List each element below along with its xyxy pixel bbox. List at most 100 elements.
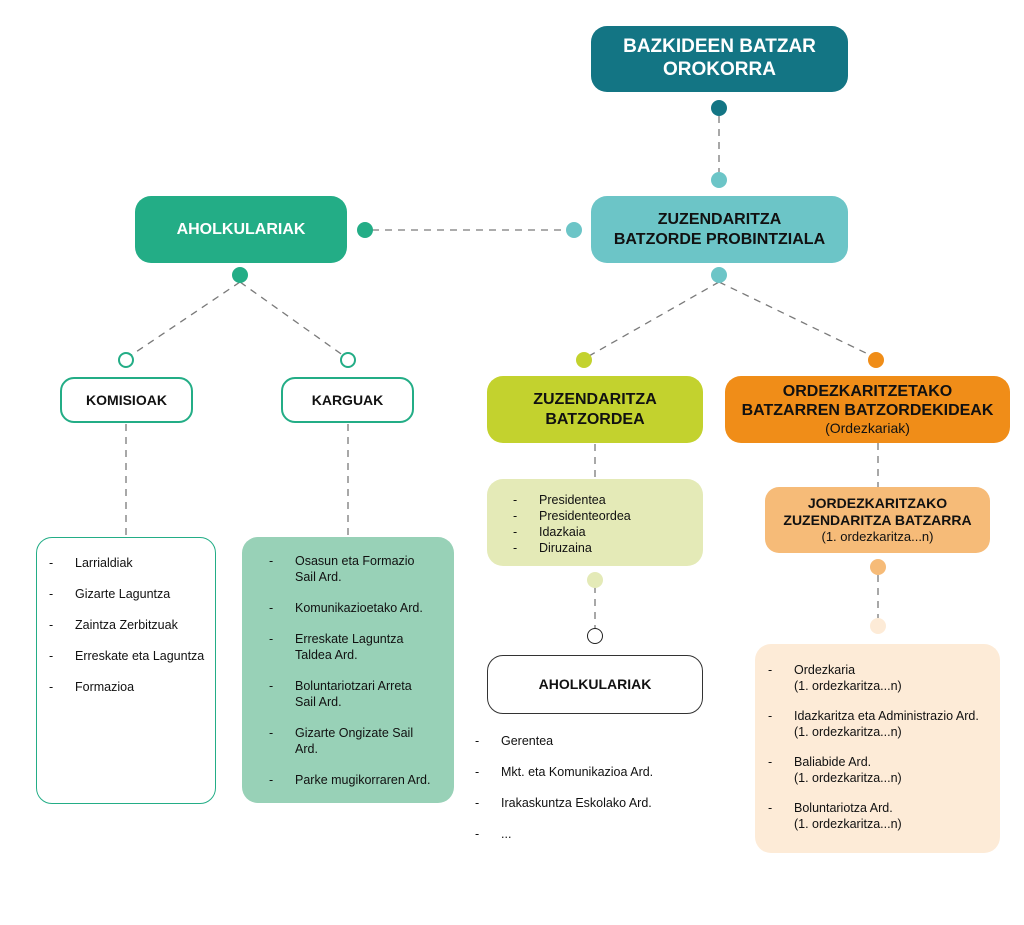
delegations-board-node[interactable]: ORDEZKARITZETAKO BATZARREN BATZORDEKIDEA…	[725, 376, 1010, 443]
connector-dot	[118, 352, 134, 368]
list-item-subtext: (1. ordezkaritza...n)	[794, 725, 902, 739]
list-item-text: Gizarte Ongizate Sail	[295, 726, 414, 740]
list-item-text: ...	[501, 827, 512, 841]
list-item: Baliabide Ard. (1. ordezkaritza...n)	[768, 754, 1000, 786]
connector-dot	[711, 267, 727, 283]
list-item: Diruzaina	[513, 540, 703, 556]
connector-dot	[711, 172, 727, 188]
connector-dot	[711, 100, 727, 116]
positions-label: KARGUAK	[311, 391, 384, 408]
list-item-subtext: (1. ordezkaritza...n)	[794, 771, 902, 785]
connector-dot	[566, 222, 582, 238]
list-item-text: Presidentea	[539, 493, 606, 507]
list-item-text: Idazkaia	[539, 525, 586, 539]
commissions-label: KOMISIOAK	[86, 391, 167, 408]
list-item-subtext: Sail Ard.	[295, 695, 342, 709]
connector-dot	[587, 628, 603, 644]
list-item-subtext: (1. ordezkaritza...n)	[794, 679, 902, 693]
list-item: Idazkaritza eta Administrazio Ard. (1. or…	[768, 708, 1000, 740]
list-item: Erreskate eta Laguntza	[49, 648, 215, 664]
connector-dot	[576, 352, 592, 368]
list-item-text: Erreskate Laguntza	[295, 632, 404, 646]
list-item-text: Parke mugikorraren Ard.	[295, 773, 431, 787]
connector-board-executive	[588, 281, 720, 357]
list-item-text: Mkt. eta Komunikazioa Ard.	[501, 765, 654, 779]
connector-dot	[868, 352, 884, 368]
list-item: Zaintza Zerbitzuak	[49, 617, 215, 633]
executive-board-node[interactable]: ZUZENDARITZA BATZORDEA	[487, 376, 703, 443]
list-item: Presidenteordea	[513, 508, 703, 524]
list-item-text: Boluntariotza Ard.	[794, 801, 893, 815]
delegations-board-line2: BATZARREN BATZORDEKIDEAK	[741, 402, 994, 420]
list-item: Larrialdiak	[49, 555, 215, 571]
list-item: ...	[475, 826, 715, 842]
list-item-text: Idazkaritza eta Administrazio Ard.	[794, 709, 979, 723]
list-item: Idazkaia	[513, 524, 703, 540]
delegation-directorate-sub: (1. ordezkaritza...n)	[821, 529, 934, 544]
connector-dot	[340, 352, 356, 368]
executive-advisors-node[interactable]: AHOLKULARIAK	[487, 655, 703, 714]
list-item-subtext: Ard.	[295, 742, 318, 756]
advisors-node[interactable]: AHOLKULARIAK	[135, 196, 347, 263]
connector-dot	[870, 618, 886, 634]
list-item-text: Gerentea	[501, 734, 554, 748]
provincial-board-line1: ZUZENDARITZA	[657, 211, 782, 229]
list-item-text: Gizarte Laguntza	[75, 587, 171, 601]
delegation-directorate-line1: JORDEZKARITZAKO	[807, 495, 948, 512]
list-item-text: Presidenteordea	[539, 509, 631, 523]
list-item-text: Osasun eta Formazio	[295, 554, 415, 568]
provincial-board-node[interactable]: ZUZENDARITZA BATZORDE PROBINTZIALA	[591, 196, 848, 263]
list-item-subtext: Sail Ard.	[295, 570, 342, 584]
connector-advisors-commissions	[129, 281, 241, 357]
connector-dot	[357, 222, 373, 238]
list-item: Presidentea	[513, 492, 703, 508]
list-item: Formazioa	[49, 679, 215, 695]
connector-dot	[870, 559, 886, 575]
delegation-directorate-node[interactable]: JORDEZKARITZAKO ZUZENDARITZA BATZARRA (1…	[765, 487, 990, 553]
list-item: Parke mugikorraren Ard.	[269, 772, 454, 788]
list-item: Irakaskuntza Eskolako Ard.	[475, 795, 715, 811]
list-item: Mkt. eta Komunikazioa Ard.	[475, 764, 715, 780]
provincial-board-line2: BATZORDE PROBINTZIALA	[613, 230, 826, 248]
list-item-text: Irakaskuntza Eskolako Ard.	[501, 796, 652, 810]
advisors-label: AHOLKULARIAK	[176, 220, 306, 238]
general-assembly-node[interactable]: BAZKIDEEN BATZAR OROKORRA	[591, 26, 848, 92]
list-item: Gerentea	[475, 733, 715, 749]
list-item: Gizarte Laguntza	[49, 586, 215, 602]
list-item-text: Komunikazioetako Ard.	[295, 601, 423, 615]
positions-node[interactable]: KARGUAK	[281, 377, 414, 423]
delegations-board-line1: ORDEZKARITZETAKO	[782, 382, 953, 400]
list-item-text: Baliabide Ard.	[794, 755, 872, 769]
executive-board-line2: BATZORDEA	[545, 410, 645, 428]
list-item-text: Boluntariotzari Arreta	[295, 679, 412, 693]
delegations-board-sub: (Ordezkariak)	[825, 420, 910, 437]
general-assembly-line1: BAZKIDEEN BATZAR	[623, 36, 816, 58]
list-item-text: Zaintza Zerbitzuak	[75, 618, 178, 632]
list-item-subtext: Taldea Ard.	[295, 648, 358, 662]
list-item-text: Larrialdiak	[75, 556, 133, 570]
list-item-subtext: (1. ordezkaritza...n)	[794, 817, 902, 831]
list-item: Komunikazioetako Ard.	[269, 600, 454, 616]
commissions-list: LarrialdiakGizarte LaguntzaZaintza Zerbi…	[36, 537, 216, 804]
executive-members-list: PresidenteaPresidenteordeaIdazkaiaDiruza…	[487, 479, 703, 566]
executive-board-line1: ZUZENDARITZA	[533, 391, 657, 409]
list-item-text: Erreskate eta Laguntza	[75, 649, 205, 663]
delegation-members-list: Ordezkaria(1. ordezkaritza...n) Idazkarit…	[755, 644, 1000, 853]
connector-dot	[232, 267, 248, 283]
general-assembly-line2: OROKORRA	[663, 59, 776, 80]
list-item: Ordezkaria(1. ordezkaritza...n)	[768, 662, 1000, 694]
list-item-text: Diruzaina	[539, 541, 592, 555]
commissions-node[interactable]: KOMISIOAK	[60, 377, 193, 423]
executive-advisors-list: GerenteaMkt. eta Komunikazioa Ard. Irakas…	[475, 733, 715, 843]
connector-board-delegations	[718, 281, 873, 357]
connector-advisors-positions	[239, 281, 345, 357]
list-item-text: Formazioa	[75, 680, 135, 694]
delegation-directorate-line2: ZUZENDARITZA BATZARRA	[783, 512, 972, 529]
list-item: Boluntariotza Ard. (1. ordezkaritza...n)	[768, 800, 1000, 832]
